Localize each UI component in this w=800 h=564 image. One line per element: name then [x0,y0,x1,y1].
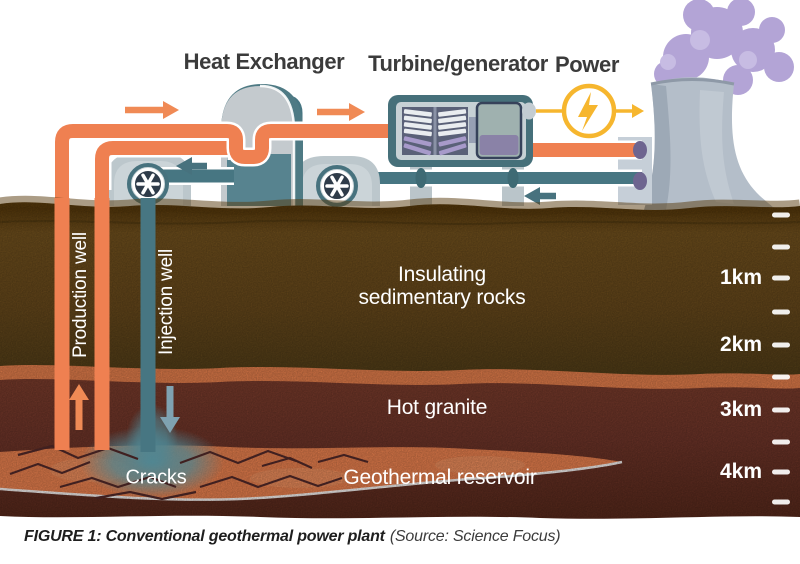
tower-port [633,172,647,190]
geothermal-reservoir-label: Geothermal reservoir [343,466,537,489]
cold-flow-arrow-left-icon [524,187,556,205]
depth-label-4km: 4km [719,460,762,483]
generator-terminal [522,102,536,120]
cracks-label: Cracks [125,466,187,489]
turbine-generator-label: Turbine/generator [368,51,548,76]
production-well-label: Production well [70,232,91,358]
figure-caption: FIGURE 1: Conventional geothermal power … [24,528,561,546]
cold-flow-arrow-left-icon [176,157,207,175]
cracks-lines [9,444,369,501]
down-flow-arrow-icon [160,386,180,433]
up-flow-arrow-icon [69,384,89,430]
underground-wells [9,198,369,501]
tower-port [633,141,647,159]
turbine-louvers [403,107,467,156]
heat-exchanger-label: Heat Exchanger [183,49,345,74]
ground-layers [0,195,800,564]
hot-flow-arrow-right-icon [317,103,365,121]
turbine-generator-unit [388,95,536,167]
surface-plant [52,0,794,212]
power-arrow-icon [632,104,644,118]
hot-pipe-upper-run [52,121,390,212]
power-label: Power [554,52,620,77]
pump-wheel-icon [316,165,358,207]
depth-ticks [772,212,790,505]
depth-label-1km: 1km [719,266,762,289]
hot-flow-arrow-right-icon [125,101,179,119]
lightning-icon [578,92,598,131]
pump-wheel-icon [127,163,169,205]
hot-granite-label: Hot granite [386,396,488,419]
ground-bottom-edge [0,515,800,564]
depth-label-2km: 2km [719,333,762,356]
caption-title: FIGURE 1: Conventional geothermal power … [24,528,385,545]
depth-label-3km: 3km [719,398,762,421]
injection-well-label: Injection well [156,249,177,355]
insulating-rocks-label: Insulating sedimentary rocks [358,263,526,309]
caption-source: (Source: Science Focus) [389,528,561,545]
